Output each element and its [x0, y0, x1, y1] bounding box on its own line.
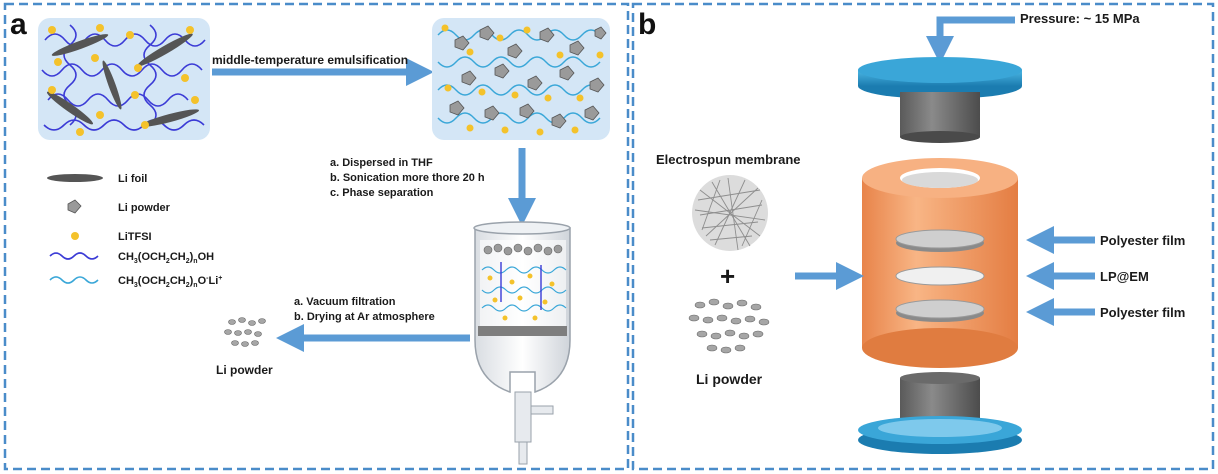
legend-peg-li-line-icon [49, 276, 99, 284]
layer-polyester-top [895, 229, 985, 252]
die-cylinder [862, 158, 1018, 368]
step1-c: c. Phase separation [330, 187, 434, 199]
buchner-funnel [473, 221, 571, 465]
step2-b: b. Drying at Ar atmosphere [294, 311, 435, 323]
legend: Li foil Li powder LiTFSI CH3(OCH2CH2)nOH… [47, 173, 222, 289]
step1-b: b. Sonication more thore 20 h [330, 172, 485, 184]
legend-litfsi-icon [71, 232, 79, 240]
panel-a-letter: a [10, 8, 27, 41]
legend-li-powder: Li powder [118, 202, 171, 214]
top-piston [900, 92, 980, 143]
emulsion-box-start [38, 18, 210, 140]
legend-li-powder-icon [67, 199, 82, 214]
legend-litfsi: LiTFSI [118, 231, 152, 243]
membrane-label: Electrospun membrane [656, 152, 801, 167]
emulsification-label: middle-temperature emulsification [212, 53, 408, 67]
layer-polyester-bottom [895, 299, 985, 322]
pressure-arrow [926, 16, 1015, 64]
pressure-label: Pressure: ~ 15 MPa [1020, 11, 1140, 26]
li-powder-product-label: Li powder [216, 363, 273, 377]
bottom-press-plate [858, 416, 1022, 454]
panel-b-border [631, 2, 1215, 471]
layer-lp-em [895, 266, 985, 286]
top-press-plate [858, 57, 1022, 99]
label-layer-2: LP@EM [1100, 269, 1149, 284]
panel-a-border [3, 2, 630, 471]
emulsion-box-end [432, 18, 610, 140]
legend-peg-oh: CH3(OCH2CH2)nOH [118, 251, 214, 265]
label-layer-3: Polyester film [1100, 305, 1185, 320]
step1-a: a. Dispersed in THF [330, 157, 433, 169]
electrospun-membrane-icon [692, 175, 768, 251]
label-layer-1: Polyester film [1100, 233, 1185, 248]
plus-sign: + [720, 261, 735, 291]
legend-li-foil: Li foil [118, 173, 147, 185]
legend-peg-line-icon [49, 252, 99, 260]
legend-peg-oli: CH3(OCH2CH2)nO-Li+ [118, 275, 222, 289]
legend-li-foil-icon [47, 174, 103, 182]
step2-a: a. Vacuum filtration [294, 296, 396, 308]
panel-b-letter: b [638, 8, 656, 41]
li-powder-icon-b [688, 298, 770, 354]
li-powder-product-icon [224, 317, 266, 347]
powder-label-b: Li powder [696, 371, 763, 387]
